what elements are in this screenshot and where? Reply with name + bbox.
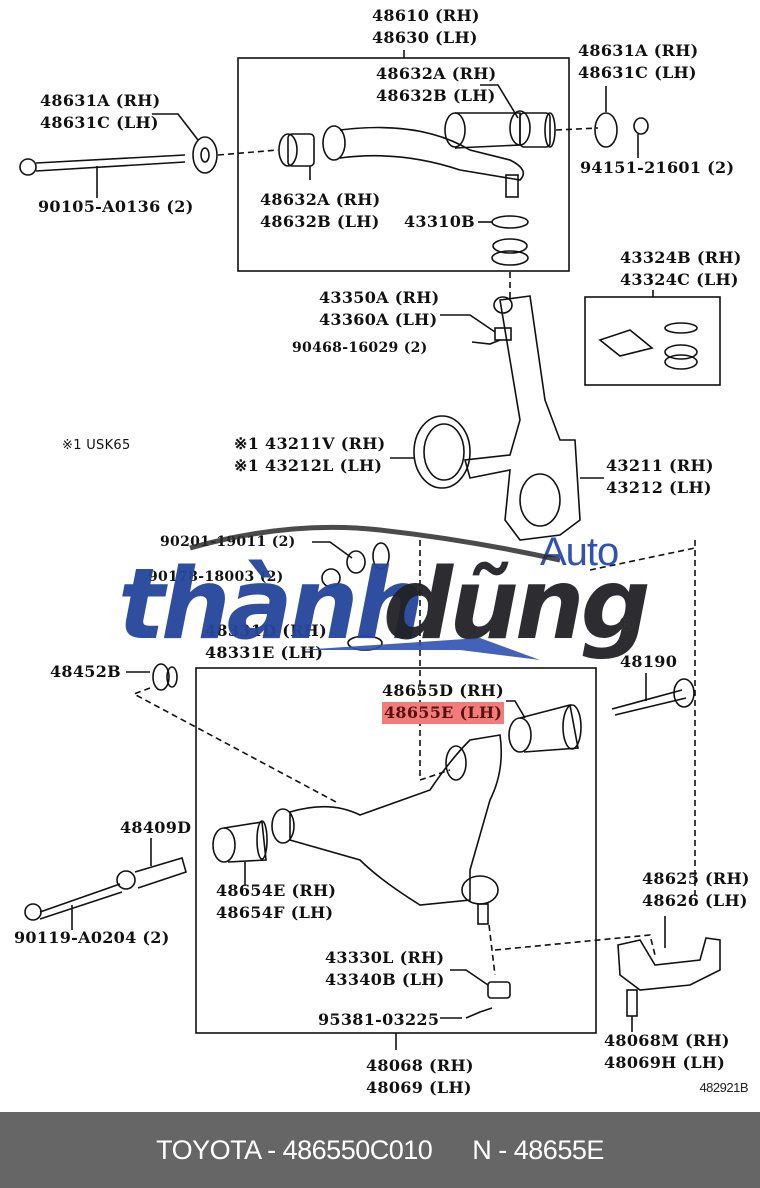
cam-washer-right-icon: [594, 112, 618, 148]
footnote-usk65: ※1 USK65: [62, 438, 131, 453]
label-castle-nut[interactable]: 43350A (RH) 43360A (LH): [319, 288, 440, 329]
label-cam-bolt-48409[interactable]: 48409D: [120, 818, 192, 837]
label-bolt-90105[interactable]: 90105-A0136 (2): [38, 197, 194, 216]
lower-cotter-pin-icon: [465, 1007, 493, 1019]
label-cam-washer-left[interactable]: 48631A (RH) 48631C (LH): [40, 91, 161, 132]
label-steering-knuckle[interactable]: 43211 (RH) 43212 (LH): [606, 456, 714, 497]
footer-ref-text: N - 48655E: [472, 1134, 604, 1165]
parts-diagram: 48610 (RH) 48630 (LH) 48631A (RH) 48631C…: [14, 6, 750, 1097]
lower-ball-joint-icon: [461, 875, 499, 905]
dust-boot-icon: [492, 238, 528, 254]
label-upper-arm[interactable]: 48610 (RH) 48630 (LH): [372, 6, 480, 47]
label-lower-castle-nut[interactable]: 43330L (RH) 43340B (LH): [325, 948, 445, 989]
lower-bushing-front-icon: [212, 827, 236, 863]
label-bolt-48190[interactable]: 48190: [620, 652, 678, 671]
label-cam-washer-right[interactable]: 48631A (RH) 48631C (LH): [578, 41, 699, 82]
highlighted-part-48655e[interactable]: 48655E (LH): [382, 702, 505, 724]
label-cotter-pin[interactable]: 90468-16029 (2): [292, 340, 428, 356]
label-upper-bushing-right[interactable]: 48632A (RH) 48632B (LH): [376, 64, 497, 105]
label-nut-90178[interactable]: 90178-18003 (2): [148, 569, 284, 585]
watermark-auto: Auto: [540, 530, 619, 574]
label-boot-kit[interactable]: 43324B (RH) 43324C (LH): [620, 248, 742, 289]
label-upper-bushing-left[interactable]: 48632A (RH) 48632B (LH): [260, 190, 381, 231]
label-snap-ring[interactable]: 43310B: [404, 212, 475, 231]
label-bolt-90119[interactable]: 90119-A0204 (2): [14, 928, 170, 947]
lower-castle-nut-icon: [487, 981, 511, 999]
kit-ring-icon: [664, 322, 698, 334]
bolt-90105-icon: [19, 154, 186, 198]
castle-nut-icon: [493, 296, 513, 314]
label-lower-bushing-front[interactable]: 48654E (RH) 48654F (LH): [216, 881, 337, 922]
upper-bushing-left-icon: [278, 133, 298, 167]
boot-kit-group-box: [584, 296, 721, 386]
registered-icon: ®: [617, 612, 637, 636]
cam-bolt-48409-icon: [134, 857, 187, 889]
label-lower-bushing-rear[interactable]: 48655D (RH) 48655E (LH): [382, 681, 505, 724]
kit-boot-icon: [664, 344, 698, 360]
stabilizer-bracket-icon: [617, 937, 721, 991]
nut-90178-icon: [321, 568, 341, 588]
bolt-48190-icon: [673, 678, 695, 708]
label-bolt-48068m[interactable]: 48068M (RH) 48069H (LH): [604, 1031, 730, 1072]
steering-knuckle-icon: [463, 295, 581, 541]
dust-deflector-icon: [413, 415, 471, 489]
label-nut-94151[interactable]: 94151-21601 (2): [580, 158, 735, 177]
label-bump-stop[interactable]: 48331D (RH) 48331E (LH): [205, 621, 327, 662]
cotter-pin-icon: [471, 339, 501, 345]
nut-94151-icon: [633, 117, 649, 135]
adjust-nut-icon: [116, 870, 136, 890]
label-stabilizer-bracket[interactable]: 48625 (RH) 48626 (LH): [642, 869, 750, 910]
upper-bushing-right-icon: [519, 112, 551, 148]
lower-bushing-rear-icon: [508, 717, 532, 753]
footer-oem-text: TOYOTA - 486550C010: [156, 1134, 433, 1165]
watermark-thanh: thành: [118, 548, 424, 662]
label-lower-arm[interactable]: 48068 (RH) 48069 (LH): [366, 1056, 474, 1097]
lower-control-arm-icon: [289, 734, 503, 906]
label-lower-cotter-pin[interactable]: 95381-03225: [318, 1010, 440, 1029]
bolt-48068m-icon: [626, 989, 638, 1017]
ball-joint-stud-icon: [505, 174, 519, 198]
snap-ring-icon: [491, 215, 529, 229]
cam-plate-icon: [152, 663, 170, 691]
upper-control-arm-icon: [339, 126, 525, 181]
bolt-90119-icon: [24, 903, 42, 921]
diagram-code: 482921B: [699, 1080, 748, 1095]
label-cam-plate[interactable]: 48452B: [50, 662, 121, 681]
grease-packet-icon: [598, 329, 654, 357]
cam-washer-left-icon: [192, 136, 218, 174]
label-dust-deflector[interactable]: ※1 43211V (RH) ※1 43212L (LH): [234, 434, 386, 475]
footer-bar: TOYOTA - 486550C010 N - 48655E: [0, 1112, 760, 1188]
